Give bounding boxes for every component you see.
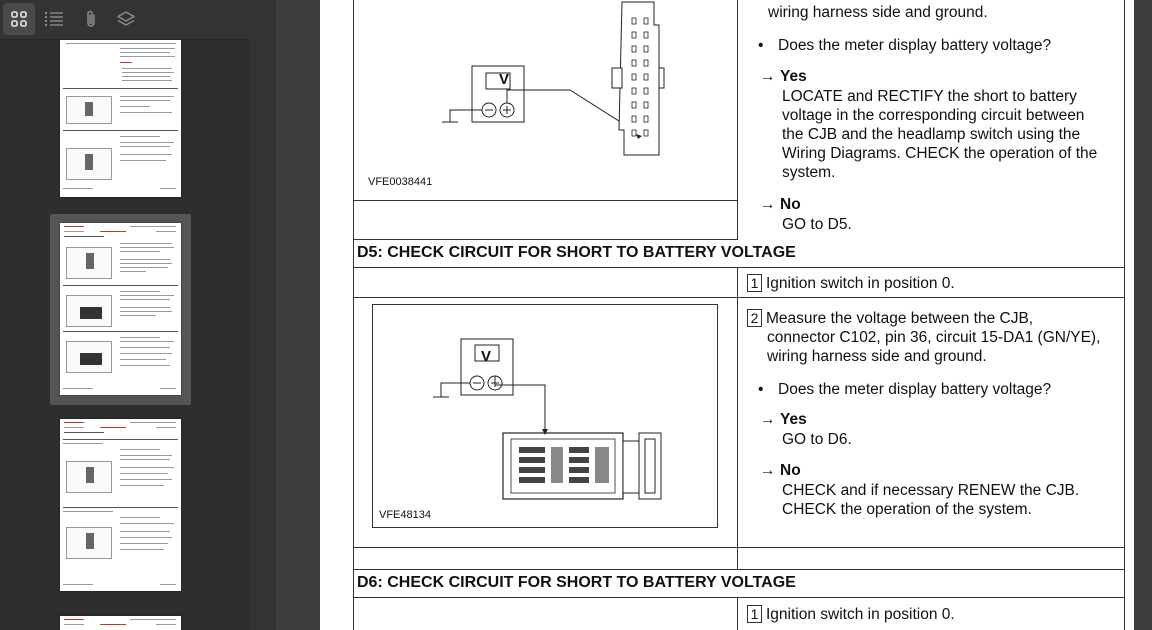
meter-connector-diagram [442, 1, 665, 156]
thumbnails-view-button[interactable] [3, 3, 35, 35]
no-label: No [780, 462, 801, 479]
figure-label: VFE48134 [379, 509, 431, 521]
no-text: GO to D5. [782, 216, 852, 233]
layers-view-button[interactable] [110, 3, 142, 35]
yes-line: the CJB and the headlamp switch using th… [782, 126, 1081, 143]
list-icon [45, 12, 63, 26]
arrow-icon: → [760, 68, 776, 85]
d6-empty-cell [353, 598, 738, 630]
yes-line: system. [782, 164, 836, 181]
empty-cell [353, 200, 738, 240]
question-text: Does the meter display battery voltage? [778, 381, 1052, 398]
bullet-marker: • [758, 37, 764, 54]
step-number: 2 [747, 309, 762, 327]
d5-header: D5: CHECK CIRCUIT FOR SHORT TO BATTERY V… [353, 240, 1125, 268]
no-line: CHECK and if necessary RENEW the CJB. [782, 482, 1080, 499]
d5-empty-cell [353, 268, 738, 298]
page-thumbnail[interactable] [60, 419, 181, 591]
page-thumbnail[interactable] [60, 40, 181, 197]
document-page: V VFE0038441 V wiring harness side and g… [320, 0, 1134, 630]
top-text-cell: wiring harness side and ground. • Does t… [738, 0, 1125, 240]
yes-line: voltage in the corresponding circuit bet… [782, 107, 1085, 124]
yes-label: Yes [780, 68, 807, 85]
step-continuation: wiring harness side and ground. [768, 4, 988, 21]
figure-label: VFE0038441 [368, 176, 433, 188]
grid-icon [11, 11, 27, 27]
attachments-view-button[interactable] [75, 3, 107, 35]
d5-spacer-cell [353, 548, 738, 570]
step-text: Measure the voltage between the CJB, [766, 310, 1034, 327]
meter-letter-label: V [481, 348, 492, 365]
yes-text: GO to D6. [782, 431, 852, 448]
question-text: Does the meter display battery voltage? [778, 37, 1052, 54]
layers-icon [117, 11, 135, 26]
arrow-icon: → [760, 196, 776, 213]
no-label: No [780, 196, 801, 213]
thumbnail-list[interactable] [0, 40, 249, 630]
outline-view-button[interactable] [38, 3, 70, 35]
d5-step2-line: connector C102, pin 36, circuit 15-DA1 (… [767, 329, 1101, 346]
no-line: CHECK the operation of the system. [782, 501, 1032, 518]
page-thumbnail[interactable] [60, 616, 181, 630]
step-number: 1 [747, 605, 762, 623]
paperclip-icon [87, 10, 95, 27]
step-number: 1 [747, 274, 762, 292]
thumbnail-sidebar [0, 0, 249, 630]
step-text: Ignition switch in position 0. [766, 275, 955, 292]
d5-diagram-cell: V VFE48134 [353, 298, 738, 548]
yes-line: Wiring Diagrams. CHECK the operation of … [782, 145, 1098, 162]
d5-spacer-cell [738, 548, 1125, 570]
d5-step2-line: wiring harness side and ground. [767, 348, 987, 365]
sidebar-divider[interactable] [249, 0, 276, 630]
bullet-marker: • [758, 381, 764, 398]
page-thumbnail-current[interactable] [60, 223, 181, 395]
step-text: Ignition switch in position 0. [766, 606, 955, 623]
yes-line: LOCATE and RECTIFY the short to battery [782, 88, 1077, 105]
arrow-icon: → [760, 462, 776, 479]
meter-letter-label: V [499, 71, 510, 88]
yes-label: Yes [780, 411, 807, 428]
d5-figure-frame: V VFE48134 [372, 304, 718, 528]
arrow-icon: → [760, 411, 776, 428]
d6-header: D6: CHECK CIRCUIT FOR SHORT TO BATTERY V… [353, 570, 1125, 598]
top-diagram-cell: V VFE0038441 [353, 0, 738, 200]
document-viewport[interactable]: V VFE0038441 V wiring harness side and g… [276, 0, 1152, 630]
sidebar-toolbar [0, 0, 249, 40]
meter-cjb-diagram [433, 338, 662, 500]
